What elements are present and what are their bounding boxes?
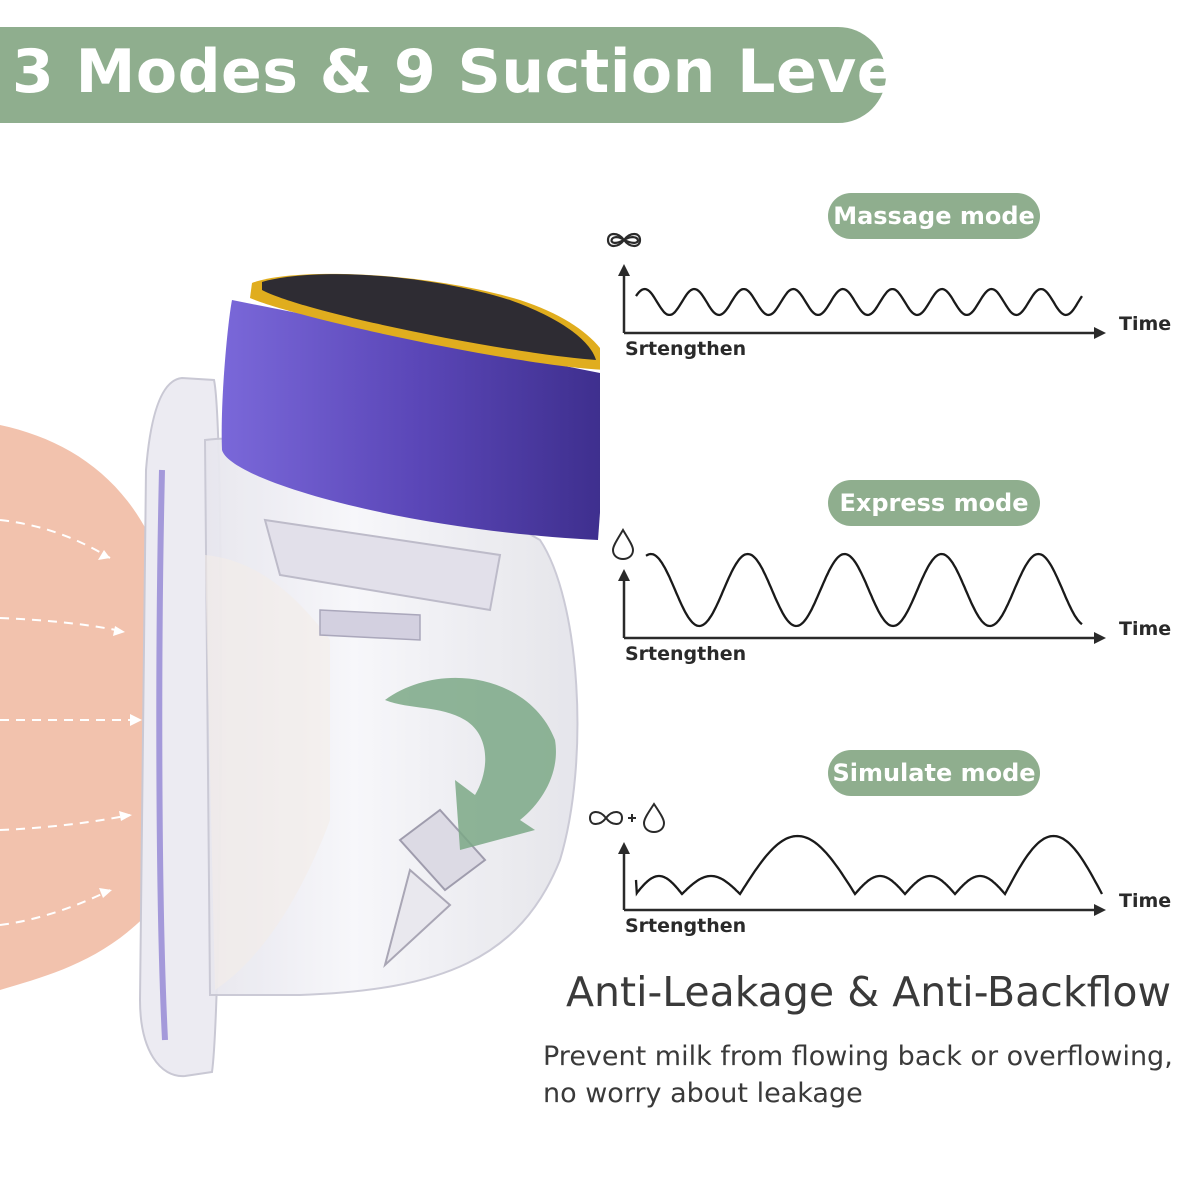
feature-description-line-1: Prevent milk from flowing back or overfl…: [543, 1041, 1173, 1072]
droplet-icon: [611, 528, 635, 561]
axis-arrow: [1094, 327, 1106, 339]
axis-arrow: [618, 264, 630, 276]
axis-time-express: Time: [1119, 618, 1172, 640]
axis-arrow: [618, 569, 630, 581]
valve: [398, 808, 487, 892]
page-title: 3 Modes & 9 Suction Levels: [12, 37, 956, 107]
axis-arrow: [1094, 632, 1106, 644]
axis-time-simulate: Time: [1119, 890, 1172, 912]
axis-strength-express: Srtengthen: [625, 643, 747, 665]
axis-time-massage: Time: [1119, 313, 1172, 335]
mode-label-massage: Massage mode: [828, 193, 1040, 239]
axes-express: [622, 577, 1098, 640]
axes-simulate: [622, 850, 1098, 912]
axis-arrow: [1094, 904, 1106, 916]
axis-arrow: [618, 842, 630, 854]
backflow-arrow-icon: [385, 677, 556, 850]
axes-massage: [622, 272, 1098, 335]
feature-title: Anti-Leakage & Anti-Backflow: [566, 968, 1172, 1016]
feature-description-line-2: no worry about leakage: [543, 1078, 863, 1109]
mode-label-simulate: Simulate mode: [828, 750, 1040, 796]
express-wave: [645, 552, 1083, 628]
axis-strength-massage: Srtengthen: [625, 338, 747, 360]
simulate-wave: [634, 834, 1104, 897]
breast-pump-illustration: [0, 273, 600, 1078]
motor-unit: [221, 300, 600, 540]
axis-strength-simulate: Srtengthen: [625, 915, 747, 937]
mode-label-express: Express mode: [828, 480, 1040, 526]
massage-wave: [635, 287, 1083, 317]
infinity-plus-droplet-icon: [588, 802, 666, 834]
skin-shape: [0, 425, 160, 990]
header-banner: 3 Modes & 9 Suction Levels: [0, 27, 955, 123]
infinity-icon: [606, 232, 642, 248]
